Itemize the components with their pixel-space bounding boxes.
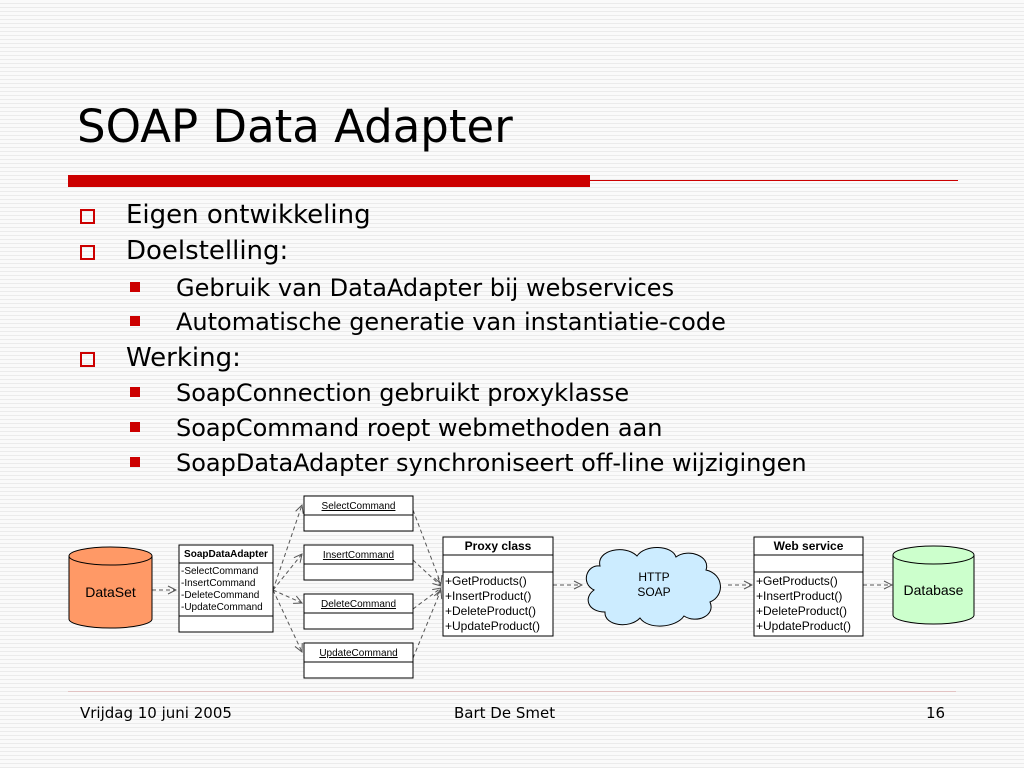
sub-bullet-text: Automatische generatie van instantiatie-…	[176, 308, 726, 336]
filled-square-bullet-icon	[130, 282, 140, 292]
proxy-class: Proxy class +GetProducts() +InsertProduc…	[442, 536, 554, 637]
filled-square-bullet-icon	[130, 316, 140, 326]
slide-title: SOAP Data Adapter	[77, 100, 513, 153]
footer-date: Vrijdag 10 juni 2005	[80, 704, 232, 722]
command-name: SelectCommand	[322, 501, 396, 512]
proxy-class-name: Proxy class	[465, 539, 532, 553]
cloud-label-http: HTTP	[638, 570, 669, 584]
webservice-method: +DeleteProduct()	[756, 604, 847, 618]
command-name: DeleteCommand	[321, 599, 396, 610]
cloud-label-soap: SOAP	[637, 585, 670, 599]
connector-adapter-select	[272, 505, 302, 591]
hollow-square-bullet-icon	[80, 245, 95, 260]
proxy-method: +GetProducts()	[445, 574, 527, 588]
webservice-method: +InsertProduct()	[756, 589, 842, 603]
command-box-select: SelectCommand	[303, 495, 414, 532]
sub-bullet-text: Gebruik van DataAdapter bij webservices	[176, 274, 675, 302]
connector-adapter-insert	[272, 554, 302, 591]
filled-square-bullet-icon	[130, 457, 140, 467]
proxy-method: +UpdateProduct()	[445, 619, 540, 633]
webservice-method: +UpdateProduct()	[756, 619, 851, 633]
connector-lines	[152, 505, 892, 659]
footer-author: Bart De Smet	[454, 704, 556, 722]
command-box-update: UpdateCommand	[303, 642, 414, 679]
connector-delete-proxy	[412, 588, 441, 610]
connector-select-proxy	[412, 509, 441, 584]
soapdataadapter-class: SoapDataAdapter -SelectCommand -InsertCo…	[178, 544, 274, 633]
proxy-method: +InsertProduct()	[445, 589, 531, 603]
database-cylinder: Database	[892, 545, 975, 625]
proxy-method: +DeleteProduct()	[445, 604, 536, 618]
title-underline-thin	[590, 180, 958, 181]
connector-insert-proxy	[412, 559, 441, 586]
adapter-member: -DeleteCommand	[181, 590, 259, 601]
command-name: UpdateCommand	[319, 648, 397, 659]
footer-page-number: 16	[926, 704, 946, 722]
command-box-delete: DeleteCommand	[303, 593, 414, 630]
footer-divider	[68, 691, 956, 692]
bullet-text: Eigen ontwikkeling	[126, 200, 371, 230]
bullet-text: Doelstelling:	[126, 236, 289, 266]
webservice-class-name: Web service	[774, 539, 844, 553]
connector-update-proxy	[412, 590, 441, 659]
title-underline-bar	[68, 175, 590, 187]
adapter-member: -SelectCommand	[181, 566, 258, 577]
connector-adapter-delete	[272, 589, 302, 603]
bullet-text: Werking:	[126, 343, 241, 373]
adapter-member: -InsertCommand	[181, 578, 255, 589]
hollow-square-bullet-icon	[80, 209, 95, 224]
connector-adapter-update	[272, 589, 302, 652]
filled-square-bullet-icon	[130, 422, 140, 432]
sub-bullet-text: SoapDataAdapter synchroniseert off-line …	[176, 449, 807, 477]
sub-bullet-text: SoapCommand roept webmethoden aan	[176, 414, 663, 442]
dataset-cylinder: DataSet	[68, 546, 153, 629]
http-soap-cloud: HTTP SOAP	[585, 547, 721, 627]
webservice-class: Web service +GetProducts() +InsertProduc…	[753, 536, 864, 637]
adapter-member: -UpdateCommand	[181, 602, 263, 613]
adapter-class-name: SoapDataAdapter	[184, 549, 268, 560]
hollow-square-bullet-icon	[80, 352, 95, 367]
sub-bullet-text: SoapConnection gebruikt proxyklasse	[176, 379, 630, 407]
database-label: Database	[904, 582, 964, 598]
command-box-insert: InsertCommand	[303, 544, 414, 581]
filled-square-bullet-icon	[130, 387, 140, 397]
command-name: InsertCommand	[323, 550, 394, 561]
webservice-method: +GetProducts()	[756, 574, 838, 588]
dataset-label: DataSet	[85, 584, 136, 600]
